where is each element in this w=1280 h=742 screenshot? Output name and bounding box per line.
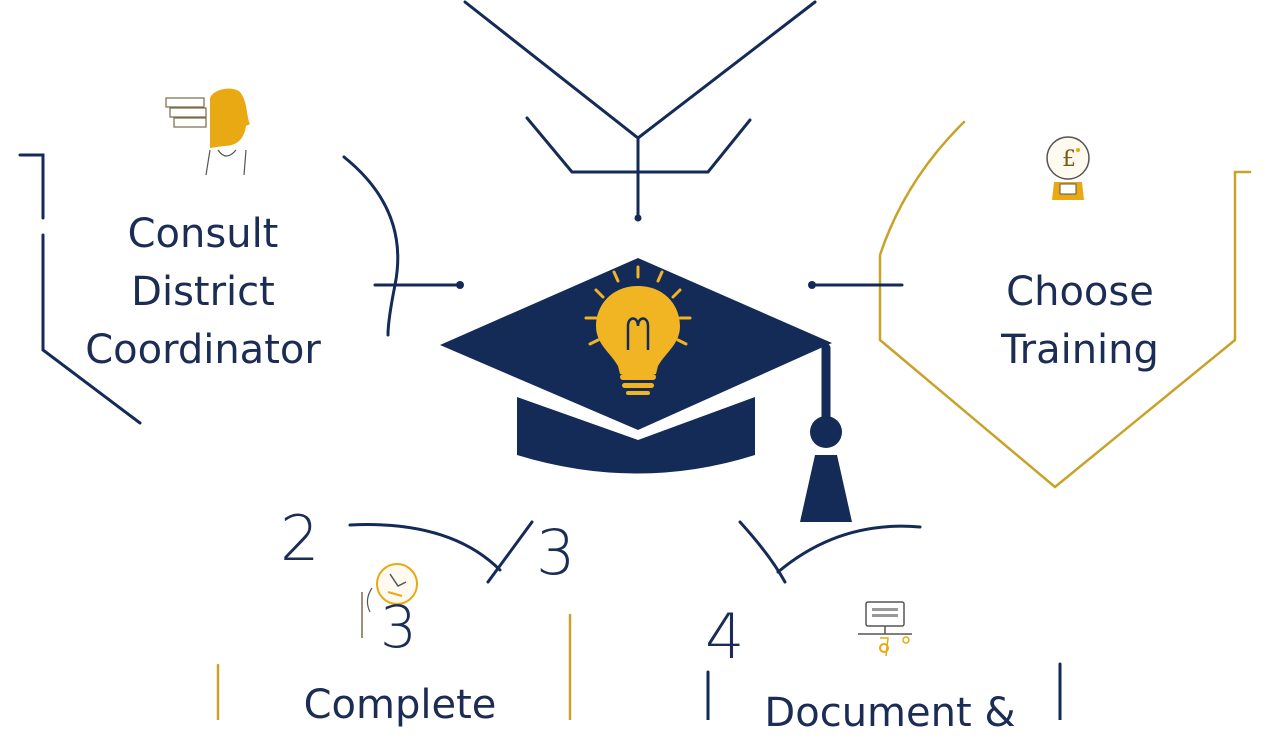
choose-line-1: Choose [1006, 269, 1154, 315]
choose-line-2: Training [1001, 327, 1159, 373]
top-connector [463, 0, 817, 222]
complete-label: Complete [280, 676, 520, 734]
person-with-books-icon [165, 88, 250, 176]
right-connector [808, 281, 904, 289]
process-diagram: £ [18, 0, 1252, 720]
consult-line-1: Consult [127, 211, 279, 257]
lightbulb-icon [584, 265, 692, 395]
consult-label: Consult District Coordinator [62, 205, 344, 379]
step-number-4: 4 [705, 600, 745, 673]
left-bracket [18, 153, 464, 425]
document-line-1: Document & [764, 690, 1016, 736]
document-label: Document & [740, 684, 1040, 742]
bottom-connectors [348, 520, 922, 584]
complete-line-1: Complete [303, 682, 497, 728]
computer-desk-icon [858, 601, 912, 657]
consult-line-3: Coordinator [85, 327, 321, 373]
svg-text:£: £ [1062, 147, 1076, 172]
thinking-head-icon: £ [1046, 136, 1090, 200]
bottom-gold-frames [216, 613, 572, 720]
step-number-3: 3 [536, 516, 576, 589]
step-number-2: 2 [280, 502, 320, 575]
step-number-3-icon-mark: 3 [380, 593, 417, 661]
choose-label: Choose Training [960, 263, 1200, 379]
consult-line-2: District [131, 269, 275, 315]
right-gold-frame [878, 120, 1252, 489]
clock-head-icon [361, 563, 418, 638]
graduation-cap-lightbulb-icon [440, 258, 852, 522]
bottom-navy-frames [706, 662, 1062, 720]
